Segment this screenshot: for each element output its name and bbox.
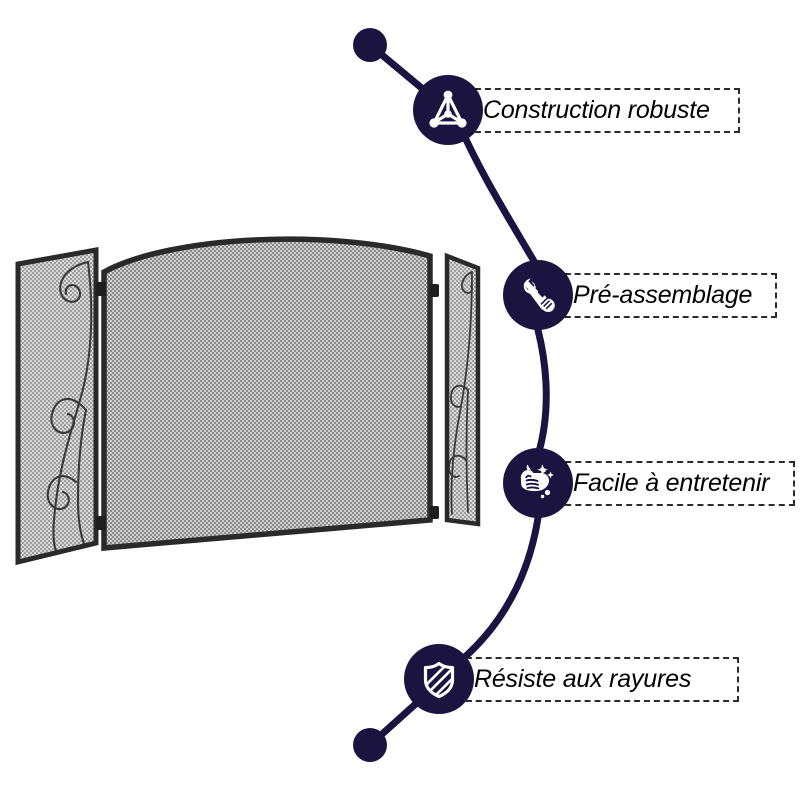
feature-scratch-label-box: Résiste aux rayures xyxy=(456,656,739,702)
screen-panel-left xyxy=(15,247,99,566)
screen-panel-right xyxy=(444,252,481,527)
fireplace-screen-illustration xyxy=(15,236,481,566)
feature-maintenance-label: Facile à entretenir xyxy=(573,468,770,497)
cleaning-hand-sparkle-icon xyxy=(503,448,573,518)
feature-construction[interactable]: Construction robuste xyxy=(413,75,740,145)
feature-scratch-label: Résiste aux rayures xyxy=(474,664,692,693)
feature-assembly-label-box: Pré-assemblage xyxy=(555,272,777,318)
feature-construction-label-box: Construction robuste xyxy=(465,87,740,133)
feature-construction-label: Construction robuste xyxy=(483,95,710,124)
screen-panel-center xyxy=(101,236,433,551)
wrench-screwdriver-icon xyxy=(503,260,573,330)
feature-assembly-label: Pré-assemblage xyxy=(573,280,753,309)
product-image xyxy=(15,236,481,566)
feature-maintenance-label-box: Facile à entretenir xyxy=(555,460,795,506)
connector-segment-2-3 xyxy=(534,326,550,459)
feature-maintenance[interactable]: Facile à entretenir xyxy=(503,448,795,518)
feature-assembly[interactable]: Pré-assemblage xyxy=(503,260,777,330)
shield-icon xyxy=(404,644,474,714)
feature-scratch[interactable]: Résiste aux rayures xyxy=(404,644,739,714)
tripod-structure-icon xyxy=(413,75,483,145)
screen-hinges xyxy=(96,282,439,530)
